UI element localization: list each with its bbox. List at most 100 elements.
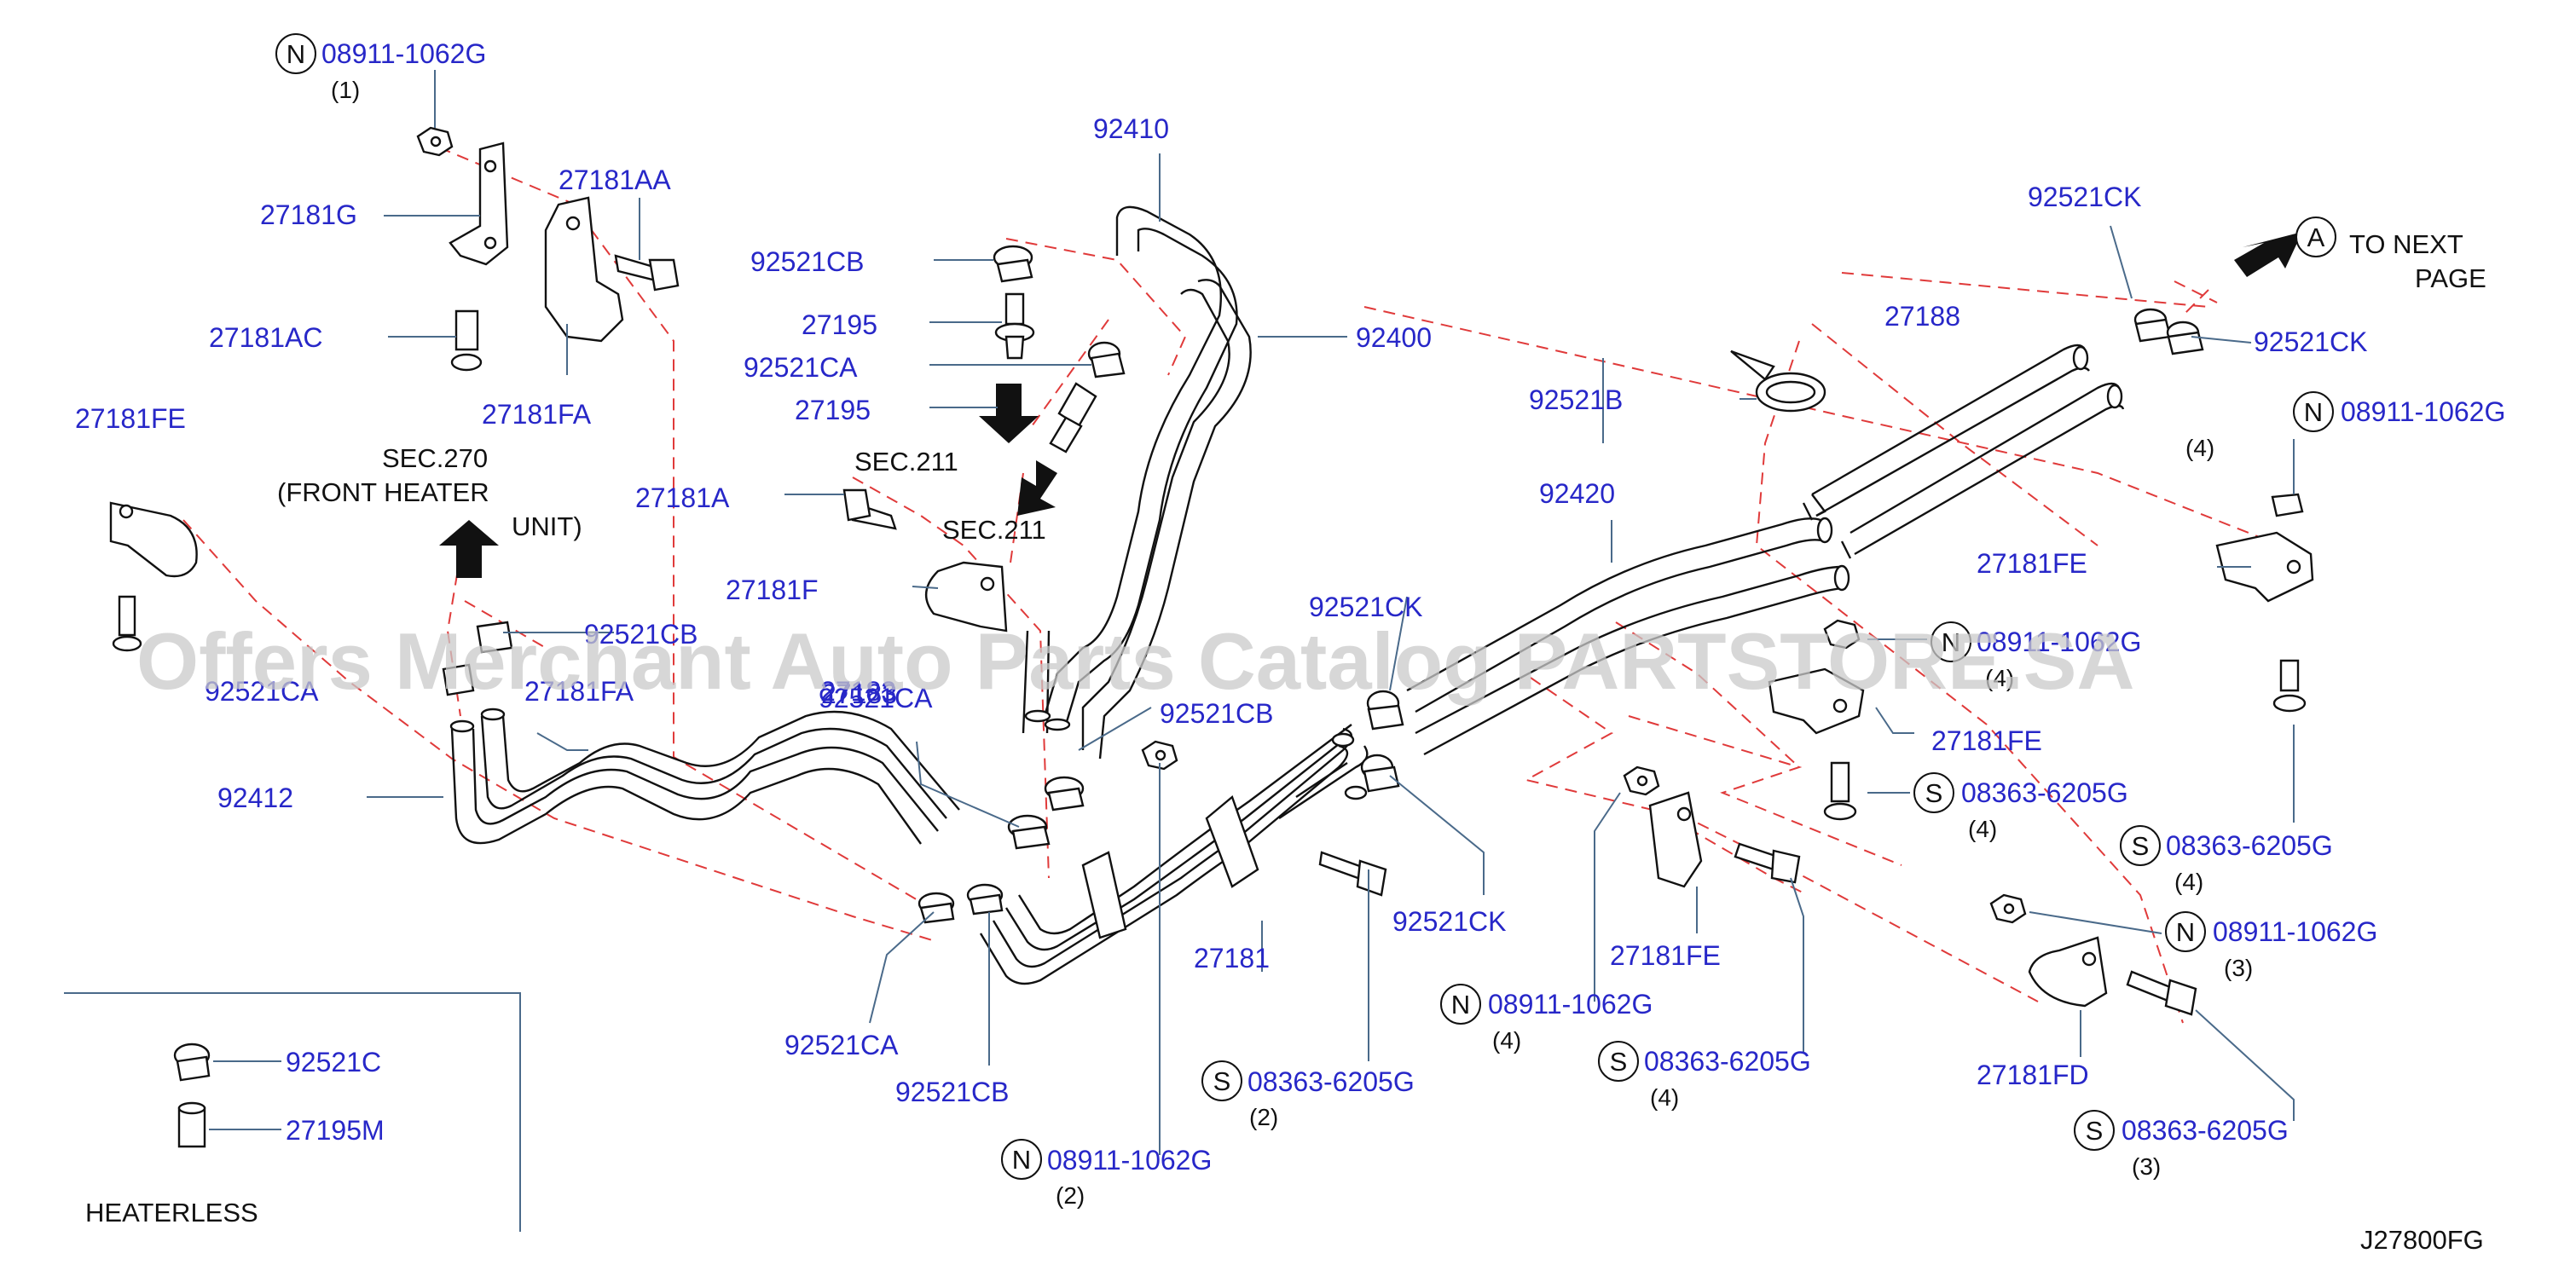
part-label-27181AC[interactable]: 27181AC — [209, 322, 322, 353]
part-label-nut[interactable]: 08911-1062G — [1488, 989, 1653, 1020]
qty-label: (4) — [2185, 435, 2214, 461]
part-label-27188[interactable]: 27188 — [1884, 301, 1960, 332]
part-label-92521CA[interactable]: 92521CA — [784, 1030, 899, 1060]
part-label-92521CB[interactable]: 92521CB — [895, 1077, 1009, 1107]
bolt-27181AA — [614, 254, 680, 292]
arrow-to-next-page — [2234, 232, 2302, 277]
fitting-27195-lower — [1049, 382, 1097, 453]
qty-label: (3) — [2132, 1153, 2161, 1180]
fitting-27195-top — [994, 292, 1035, 360]
part-label-27181[interactable]: 27181 — [1194, 943, 1270, 973]
bolt-marker: S — [2132, 831, 2150, 861]
qty-label: (4) — [1650, 1084, 1679, 1111]
part-label-nut[interactable]: 08911-1062G — [1977, 627, 2141, 657]
qty-label: (4) — [1492, 1027, 1521, 1054]
part-label-27181FD[interactable]: 27181FD — [1977, 1060, 2089, 1090]
part-label-92521CB-obscured[interactable]: 92521CB — [584, 619, 698, 650]
nut-top — [416, 126, 454, 157]
part-label-92521CK[interactable]: 92521CK — [1309, 592, 1422, 622]
part-label-bolt[interactable]: 08363-6205G — [2122, 1115, 2289, 1146]
part-label-27181FE[interactable]: 27181FE — [1931, 725, 2042, 756]
part-labels: 08911-1062G (1) 27181G 27181AA 27181AC 2… — [75, 38, 2505, 1255]
bracket-27181FE-mid — [1768, 667, 1865, 735]
clip-92521CK-left — [1366, 690, 1404, 731]
arrow-sec211-b — [1017, 460, 1057, 516]
part-label-92521CK[interactable]: 92521CK — [1392, 906, 1506, 937]
qty-label: (1) — [331, 77, 360, 103]
part-label-27181A[interactable]: 27181A — [635, 482, 730, 513]
to-next-page-line2: PAGE — [2415, 263, 2486, 293]
part-label-nut[interactable]: 08911-1062G — [2213, 916, 2377, 947]
qty-label: (3) — [2224, 955, 2253, 981]
part-label-92521CK[interactable]: 92521CK — [2028, 182, 2141, 212]
arrow-sec270 — [439, 520, 499, 578]
part-label-nut[interactable]: 08911-1062G — [1047, 1145, 1212, 1175]
nut-mid-right — [1823, 619, 1861, 650]
part-label-27181FE[interactable]: 27181FE — [75, 403, 186, 434]
part-label-27181F[interactable]: 27181F — [726, 575, 819, 605]
part-label-92521CB[interactable]: 92521CB — [1160, 698, 1273, 729]
part-label-92400[interactable]: 92400 — [1356, 322, 1432, 353]
part-label-bolt[interactable]: 08363-6205G — [1961, 777, 2128, 808]
bracket-27181 — [1081, 794, 1259, 939]
part-label-92521C[interactable]: 92521C — [286, 1047, 381, 1077]
part-label-27195[interactable]: 27195 — [802, 309, 877, 340]
part-label-bolt[interactable]: 08363-6205G — [1644, 1046, 1811, 1077]
tube-27188 — [1802, 344, 2125, 559]
part-label-27183[interactable]: 27183 — [821, 679, 897, 709]
band-92521B — [1730, 349, 1826, 413]
bolt-27181AC — [450, 309, 483, 372]
nut-lower-mid — [1623, 765, 1660, 796]
arrow-sec211-a — [979, 384, 1039, 443]
diagram-code: J27800FG — [2360, 1225, 2484, 1255]
nut-marker: N — [2304, 397, 2323, 427]
clip-92521CB-mid — [1044, 776, 1085, 812]
assembly-lines — [182, 147, 2303, 1024]
part-label-92521CK[interactable]: 92521CK — [2254, 326, 2367, 357]
clip-92521CB-top — [993, 245, 1033, 283]
clip-92521CA-mid — [1007, 814, 1051, 850]
part-label-27181AA[interactable]: 27181AA — [559, 165, 671, 195]
nut-right-top — [2271, 493, 2304, 517]
sec270-line3: UNIT) — [512, 511, 582, 541]
part-label-nut[interactable]: 08911-1062G — [321, 38, 486, 69]
nut-bottom-left — [1141, 740, 1178, 771]
part-label-bolt[interactable]: 08363-6205G — [2166, 830, 2333, 861]
part-label-27195M[interactable]: 27195M — [286, 1115, 385, 1146]
part-label-27183[interactable]: 27183 — [820, 676, 896, 707]
bolt-marker: S — [1925, 778, 1943, 808]
part-label-92521CA[interactable]: 92521CA — [819, 683, 933, 713]
bolt-lower-mid — [1734, 842, 1801, 884]
part-label-92410[interactable]: 92410 — [1093, 113, 1169, 144]
part-label-27181FA-obscured[interactable]: 27181FA — [524, 676, 634, 707]
part-label-92521CA[interactable]: 92521CA — [744, 352, 858, 383]
part-label-27181FA[interactable]: 27181FA — [482, 399, 592, 430]
bolt-marker: S — [2086, 1116, 2104, 1146]
nut-marker: N — [1012, 1145, 1031, 1175]
qty-label: (2) — [1249, 1104, 1278, 1130]
bolt-bottom-left — [1318, 851, 1387, 897]
part-label-27181FE[interactable]: 27181FE — [1977, 548, 2087, 579]
tube-92412 — [449, 708, 960, 845]
part-label-bolt[interactable]: 08363-6205G — [1247, 1066, 1415, 1097]
part-label-92412[interactable]: 92412 — [217, 783, 293, 813]
part-label-27181G[interactable]: 27181G — [260, 199, 357, 230]
nut-marker: N — [1451, 990, 1470, 1020]
part-label-92521CA-obscured[interactable]: 92521CA — [205, 676, 319, 707]
part-label-92420[interactable]: 92420 — [1539, 478, 1615, 509]
part-label-92521CB[interactable]: 92521CB — [750, 246, 864, 277]
bolt-mid — [1823, 761, 1857, 821]
nut-lower-right — [1989, 893, 2027, 924]
qty-label: (4) — [1968, 816, 1997, 842]
clip-92521CB-bottom — [966, 883, 1004, 916]
nut-marker: N — [1942, 627, 1960, 657]
heaterless-frame — [64, 992, 521, 1232]
part-label-27181FE[interactable]: 27181FE — [1610, 940, 1721, 971]
sec270-line1: SEC.270 — [382, 443, 488, 473]
part-label-nut[interactable]: 08911-1062G — [2341, 396, 2505, 427]
part-label-27195[interactable]: 27195 — [795, 395, 871, 425]
bolt-left — [112, 595, 142, 652]
part-label-92521B[interactable]: 92521B — [1529, 384, 1623, 415]
to-next-page-marker: A — [2307, 222, 2325, 252]
